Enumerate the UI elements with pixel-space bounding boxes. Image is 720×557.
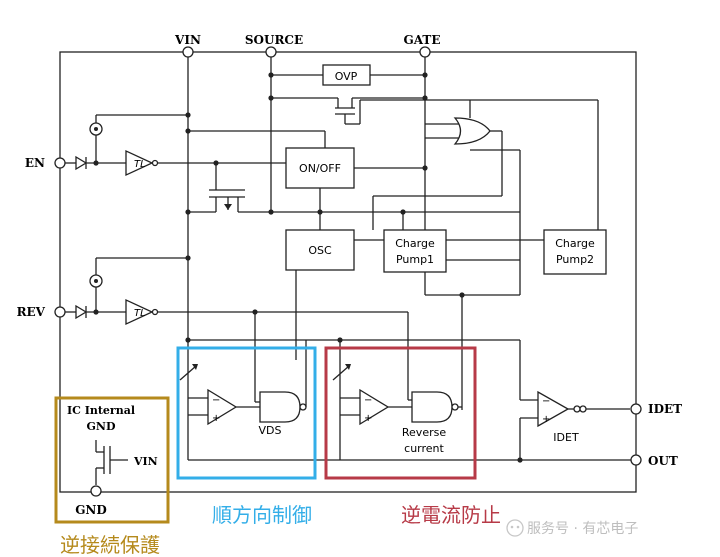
svg-text:+: +	[364, 413, 372, 424]
vds-circuit: − + VDS	[179, 340, 307, 437]
pin-rev: REV TL	[17, 258, 408, 326]
svg-text:−: −	[364, 395, 372, 406]
ovp-label: OVP	[335, 70, 358, 83]
top-mosfet-symbol	[268, 95, 470, 125]
reverse-current-label-2: current	[404, 442, 444, 455]
chip-outline	[59, 51, 637, 493]
ic-internal-gnd: IC Internal GND VIN GND	[67, 404, 158, 517]
svg-text:−: −	[212, 395, 220, 406]
watermark-text: 服务号 · 有芯电子	[527, 521, 638, 537]
pin-en-label: EN	[25, 156, 45, 170]
ovp-block	[322, 64, 371, 86]
onoff-label: ON/OFF	[299, 162, 341, 175]
pin-vin: VIN	[174, 33, 201, 345]
pin-idet: IDET	[630, 402, 682, 416]
pin-source: SOURCE	[245, 33, 303, 212]
cp1-line2: Pump1	[396, 253, 434, 266]
highlight-reverse-prevention-box	[324, 346, 477, 480]
en-buffer-label: TL	[134, 159, 146, 170]
pin-gnd-label: GND	[75, 503, 107, 517]
ic-internal-gnd-label: GND	[87, 420, 116, 433]
vds-label: VDS	[259, 424, 282, 437]
pin-out-label: OUT	[648, 454, 678, 468]
ic-internal-title: IC Internal	[67, 404, 135, 417]
osc-label: OSC	[308, 244, 332, 257]
cp2-line1: Charge	[555, 237, 595, 250]
svg-text:−: −	[542, 396, 550, 407]
charge-pump2-block	[543, 229, 607, 275]
highlight-reverse-connection-box	[54, 396, 170, 524]
onoff-block	[285, 147, 355, 189]
ic-internal-vin-label: VIN	[133, 455, 158, 468]
pin-gate-label: GATE	[404, 33, 441, 47]
or-gate	[372, 100, 503, 230]
pin-source-label: SOURCE	[245, 33, 303, 47]
pin-idet-label: IDET	[648, 402, 682, 416]
caption-forward-control: 順方向制御	[212, 503, 312, 527]
svg-text:+: +	[212, 413, 220, 424]
cp2-line2: Pump2	[556, 253, 594, 266]
caption-reverse-connection: 逆接続保護	[60, 533, 160, 557]
cp1-line1: Charge	[395, 237, 435, 250]
middle-mosfet-symbol	[209, 160, 245, 212]
pin-vin-label: VIN	[174, 33, 201, 47]
caption-reverse-prevention: 逆電流防止	[401, 503, 501, 527]
pin-rev-label: REV	[17, 305, 46, 319]
highlight-forward-control-box	[176, 346, 317, 480]
idet-circuit: − + IDET	[519, 390, 630, 462]
svg-text:+: +	[542, 414, 550, 425]
reverse-current-label-1: Reverse	[402, 426, 446, 439]
idet-amp-label: IDET	[553, 431, 579, 444]
osc-block	[285, 229, 355, 271]
pin-en: EN TL	[25, 114, 286, 177]
watermark: 服务号 · 有芯电子	[506, 519, 638, 537]
charge-pump1-block	[383, 229, 447, 273]
rev-buffer-label: TL	[134, 308, 146, 319]
reverse-current-circuit: − + Reverse current	[332, 340, 462, 455]
pin-out: OUT	[188, 454, 678, 468]
